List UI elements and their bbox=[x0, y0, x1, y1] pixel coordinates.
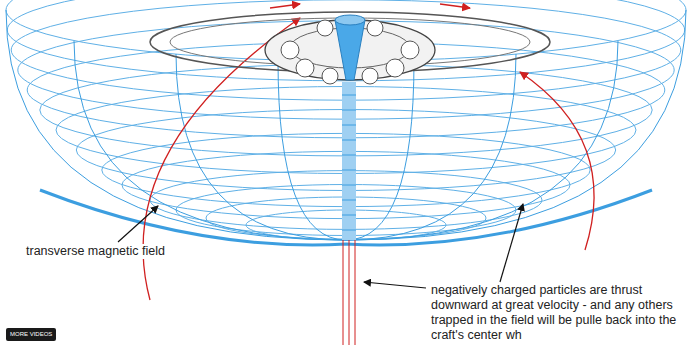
note-label: negatively charged particles are thrust … bbox=[429, 283, 685, 343]
craft bbox=[150, 12, 550, 84]
field-label: transverse magnetic field bbox=[24, 244, 188, 259]
particle-beam bbox=[342, 82, 356, 345]
field-arrows bbox=[143, 4, 594, 300]
field-rings bbox=[6, 0, 686, 240]
video-button: MORE VIDEOS bbox=[6, 328, 56, 341]
field-meridians bbox=[6, 10, 686, 240]
